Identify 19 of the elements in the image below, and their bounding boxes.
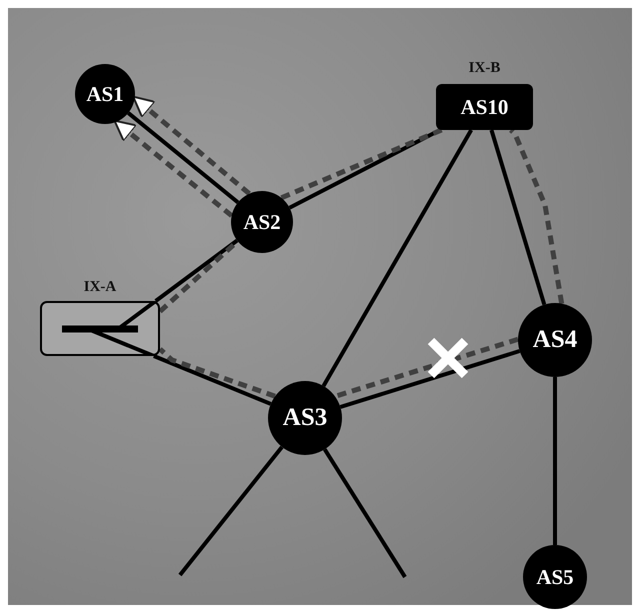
- link-line: [178, 446, 284, 576]
- as-label: AS10: [460, 94, 508, 120]
- link-line: [323, 448, 407, 578]
- link-line: [322, 129, 473, 387]
- link-line: [126, 111, 240, 204]
- link-line: [153, 354, 272, 406]
- as-label: AS5: [536, 564, 574, 590]
- exchange-label: IX-A: [82, 279, 118, 296]
- dashed-route-arrow: [114, 120, 234, 218]
- link-line: [490, 129, 546, 306]
- dashed-route-arrow: [132, 96, 251, 196]
- link-line: [154, 238, 238, 303]
- as-label: AS2: [243, 210, 281, 234]
- link-line: [340, 349, 520, 409]
- exchange-label: IX-B: [468, 60, 502, 77]
- as-label: AS4: [532, 326, 578, 354]
- link-line: [553, 377, 557, 545]
- as-label: AS1: [86, 82, 124, 106]
- as-label: AS3: [282, 404, 328, 432]
